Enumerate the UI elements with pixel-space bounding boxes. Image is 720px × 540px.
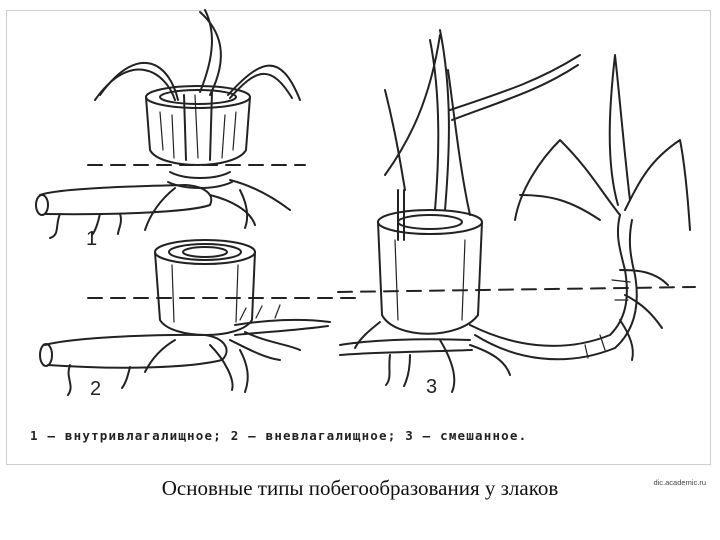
figure-label-2: 2 (90, 378, 102, 400)
shoot-type-1-drawing (35, 9, 301, 239)
slide-caption: Основные типы побегообразования у злаков (161, 476, 559, 500)
soil-line-3 (337, 286, 696, 293)
figure-label-1: 1 (86, 228, 98, 250)
figure-frame (6, 10, 711, 465)
grass-shoot-illustration (35, 9, 696, 396)
figure-legend: 1 — внутривлагалищное; 2 — вневлагалищно… (30, 428, 528, 443)
shoot-type-2-drawing (39, 239, 331, 396)
shoot-type-3-drawing (339, 29, 691, 393)
figure-label-3: 3 (426, 376, 438, 398)
source-watermark: dic.academic.ru (653, 478, 706, 487)
